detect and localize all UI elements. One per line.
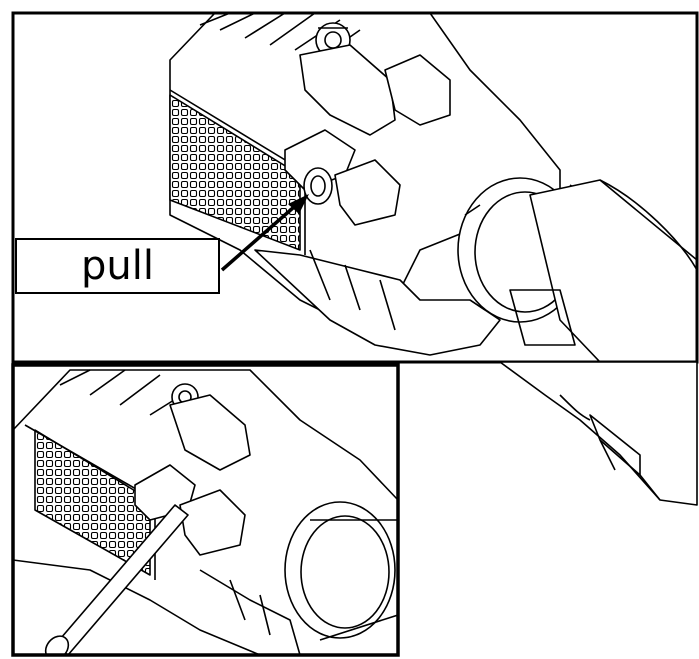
pin-head [303, 167, 333, 205]
top-rail [199, 13, 361, 59]
bottom-mesh-vent [34, 429, 151, 576]
bottom-panel-border [11, 363, 400, 657]
bottom-collar-ring [284, 501, 396, 639]
top-panel [169, 13, 697, 362]
barrel-tube [529, 179, 697, 362]
top-panel-border [11, 11, 699, 364]
pull-arrow [220, 194, 309, 272]
mesh-vent [169, 94, 301, 251]
sight-block [299, 44, 396, 136]
pull-label: pull [15, 238, 220, 294]
bottom-panel [13, 369, 398, 655]
barrel-spillover [499, 361, 698, 506]
latch-block-right [334, 159, 401, 226]
